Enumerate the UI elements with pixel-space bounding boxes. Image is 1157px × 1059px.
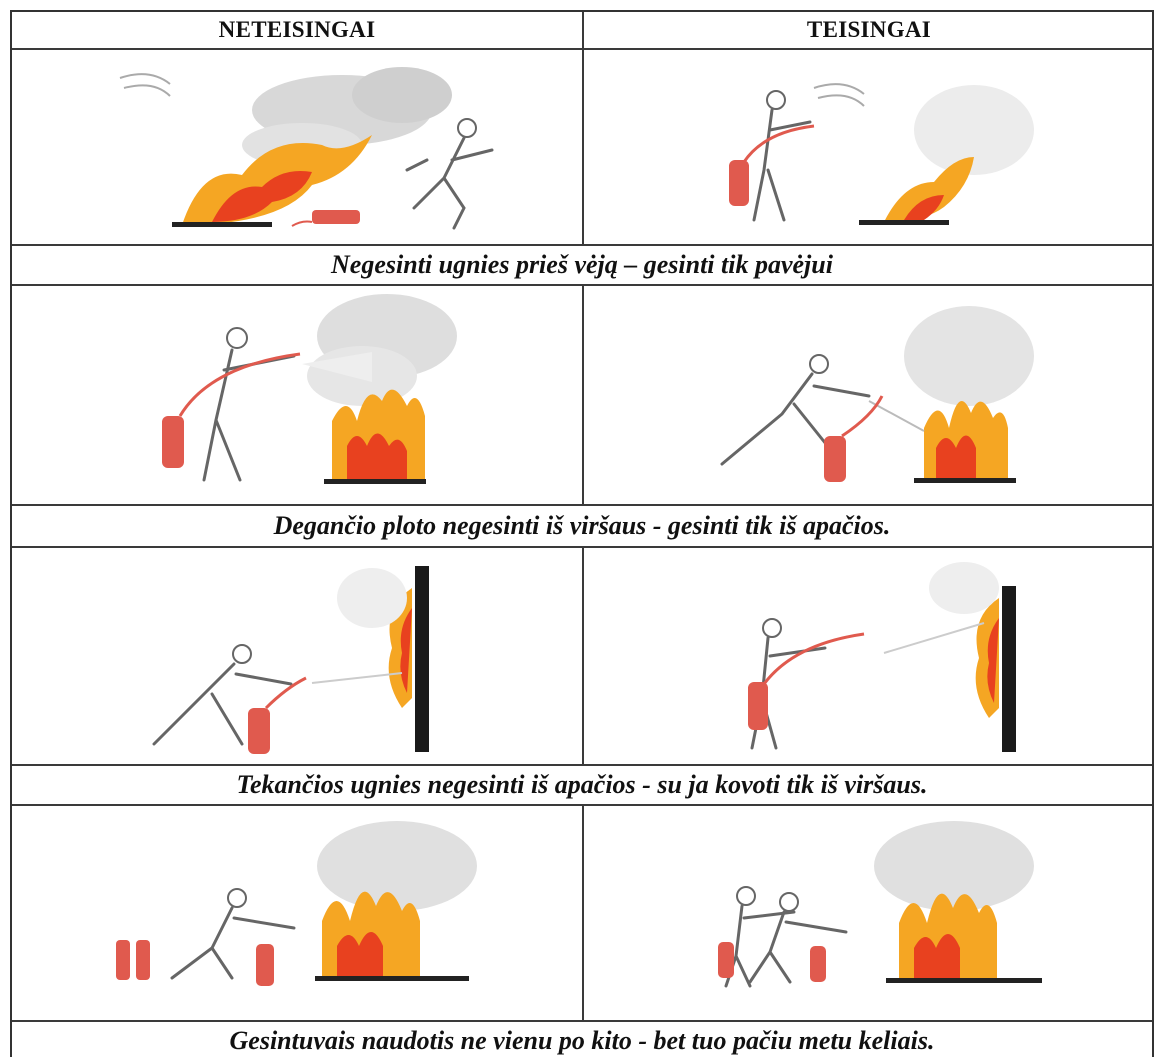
extinguishers-simultaneous-icon [718, 821, 1042, 988]
divider [582, 804, 584, 1020]
spraying-wall-fire-top-icon [748, 562, 1016, 752]
row2-wrong-cell [12, 286, 582, 504]
row2-right-cell [584, 286, 1154, 504]
spraying-fire-top-icon [162, 294, 457, 484]
caption-2: Degančio ploto negesinti iš viršaus - ge… [273, 511, 891, 540]
divider [12, 244, 1152, 246]
person-fleeing-fire-icon [119, 67, 494, 230]
divider [582, 12, 584, 48]
fire-safety-table: NETEISINGAI TEISINGAI [10, 10, 1154, 1057]
divider [12, 546, 1152, 548]
divider [12, 284, 1152, 286]
row3-right-cell [584, 548, 1154, 764]
divider [582, 48, 584, 244]
divider [582, 546, 584, 764]
divider [12, 764, 1152, 766]
extinguishers-one-by-one-icon [116, 821, 477, 986]
header-right: TEISINGAI [806, 17, 932, 42]
row1-right-cell [584, 50, 1154, 244]
row4-right-cell [584, 806, 1154, 1020]
header-wrong: NETEISINGAI [218, 17, 376, 42]
spraying-fire-base-icon [720, 306, 1034, 483]
caption-3: Tekančios ugnies negesinti iš apačios - … [236, 770, 928, 799]
divider [12, 1020, 1152, 1022]
spraying-wall-fire-bottom-icon [152, 566, 429, 754]
divider [582, 284, 584, 504]
row3-wrong-cell [12, 548, 582, 764]
divider [12, 804, 1152, 806]
row1-wrong-cell [12, 50, 582, 244]
person-extinguishing-downwind-icon [729, 83, 1034, 225]
caption-4: Gesintuvais naudotis ne vienu po kito - … [229, 1025, 935, 1055]
divider [12, 504, 1152, 506]
row4-wrong-cell [12, 806, 582, 1020]
caption-1: Negesinti ugnies prieš vėją – gesinti ti… [331, 250, 833, 279]
